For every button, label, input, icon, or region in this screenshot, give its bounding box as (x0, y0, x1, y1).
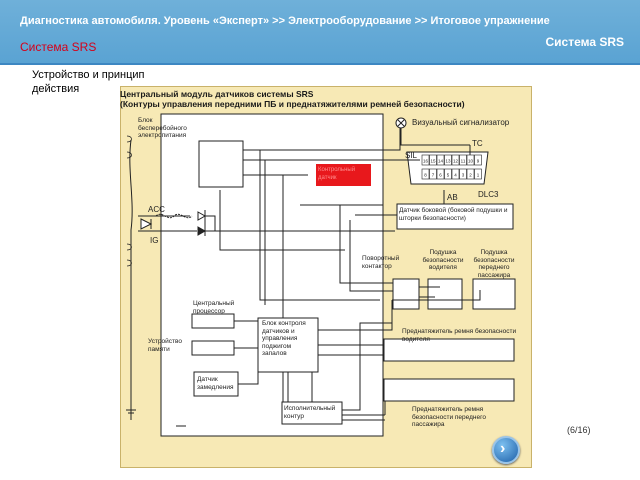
dlc-pin-cell (421, 154, 430, 166)
label-sil: SIL (405, 151, 418, 160)
dlc-pin-label: 14 (438, 159, 444, 164)
dlc-pin-label: 15 (430, 159, 436, 164)
dlc-pin-cell (459, 154, 467, 166)
label-passenger-pretensioner: Преднатяжитель ремня безопасности передн… (412, 406, 486, 428)
dlc-pin-label: 4 (454, 173, 457, 178)
dlc-pin-cell (444, 154, 452, 166)
topic-title: Система SRS (545, 35, 624, 49)
cpu-block (198, 140, 244, 188)
label-sensor-control: Блок контроля датчиков и управления подж… (262, 320, 306, 357)
dlc-pin-label: 10 (468, 159, 474, 164)
side-sensor-box (396, 203, 514, 230)
breadcrumb: Диагностика автомобиля. Уровень «Эксперт… (20, 15, 550, 27)
section-subtitle: Система SRS (20, 40, 97, 54)
decel-sensor-box (193, 371, 239, 397)
dlc-pin-label: 5 (447, 173, 450, 178)
cpu-box (191, 313, 235, 329)
dlc-pin-label: 16 (423, 159, 429, 164)
memory-box (191, 340, 235, 356)
label-driver-pretensioner: Преднатяжитель ремня безопасности водите… (402, 328, 517, 343)
dlc-pin-cell (459, 168, 467, 180)
rotary-connector-box (392, 278, 420, 310)
dlc-pin-cell (429, 154, 437, 166)
dlc-pin-cell (451, 154, 460, 166)
dlc-pin-cell (474, 168, 482, 180)
dlc-pin-cell (436, 168, 445, 180)
diagram-title-line2: (Контуры управления передними ПБ и предн… (120, 99, 465, 109)
red-control-block (316, 164, 371, 186)
header-bar: Диагностика автомобиля. Уровень «Эксперт… (0, 0, 640, 65)
dlc-pin-label: 13 (445, 159, 451, 164)
label-ig: IG (150, 236, 159, 245)
dlc-pin-cell (421, 168, 430, 180)
dlc-pin-label: 7 (432, 173, 435, 178)
lead-heading: Устройство и принцип действия (32, 69, 145, 95)
diagram-title: Центральный модуль датчиков системы SRS … (120, 89, 465, 109)
sensor-control-box (257, 317, 319, 373)
label-side-sensor: Датчик боковой (боковой подушки и шторки… (399, 207, 508, 222)
dlc-pin-label: 8 (424, 173, 427, 178)
label-dlc3: DLC3 (478, 190, 499, 199)
label-red-block: Контрольный датчик (318, 167, 356, 181)
label-memory: Устройство памяти (148, 338, 183, 353)
label-backup-supply: Блок бесперебойного электропитания (138, 117, 187, 139)
dlc-pin-label: 9 (477, 159, 480, 164)
label-driver-airbag: Подушка безопасности водителя (422, 249, 464, 271)
diagram-title-line1: Центральный модуль датчиков системы SRS (120, 89, 314, 99)
next-button[interactable]: › (492, 436, 520, 464)
dlc-pin-cell (466, 154, 475, 166)
dlc-pin-cell (444, 168, 452, 180)
passenger-airbag-box (472, 278, 516, 310)
dlc-pin-label: 3 (462, 173, 465, 178)
label-tc: TC (472, 139, 483, 148)
dlc-pin-label: 11 (461, 159, 466, 164)
dlc-pin-cell (474, 154, 482, 166)
dlc-pin-label: 12 (453, 159, 459, 164)
label-passenger-airbag: Подушка безопасности переднего пассажира (473, 249, 515, 279)
label-decel-sensor: Датчик замедления (197, 376, 234, 391)
dlc-pin-cell (466, 168, 475, 180)
dlc-pin-cell (429, 168, 437, 180)
dlc-pin-label: 2 (469, 173, 472, 178)
driver-pretensioner-box (383, 338, 515, 362)
driver-airbag-box (427, 278, 463, 310)
dlc-pin-cell (451, 168, 460, 180)
label-acc: ACC (148, 205, 165, 214)
label-actuator: Исполнительный контур (284, 405, 336, 420)
label-visual-indicator: Визуальный сигнализатор (412, 118, 510, 127)
page-counter: (6/16) (567, 425, 591, 435)
dlc-pin-cell (436, 154, 445, 166)
dlc-pin-label: 1 (477, 173, 480, 178)
passenger-pretensioner-box (383, 378, 515, 402)
label-rotary-connector: Поворотный контактор (362, 255, 400, 270)
arrow-right-icon: › (500, 440, 506, 457)
dlc-pin-label: 6 (439, 173, 442, 178)
label-ab: AB (447, 193, 458, 202)
label-cpu: Центральный процессор (193, 300, 235, 315)
